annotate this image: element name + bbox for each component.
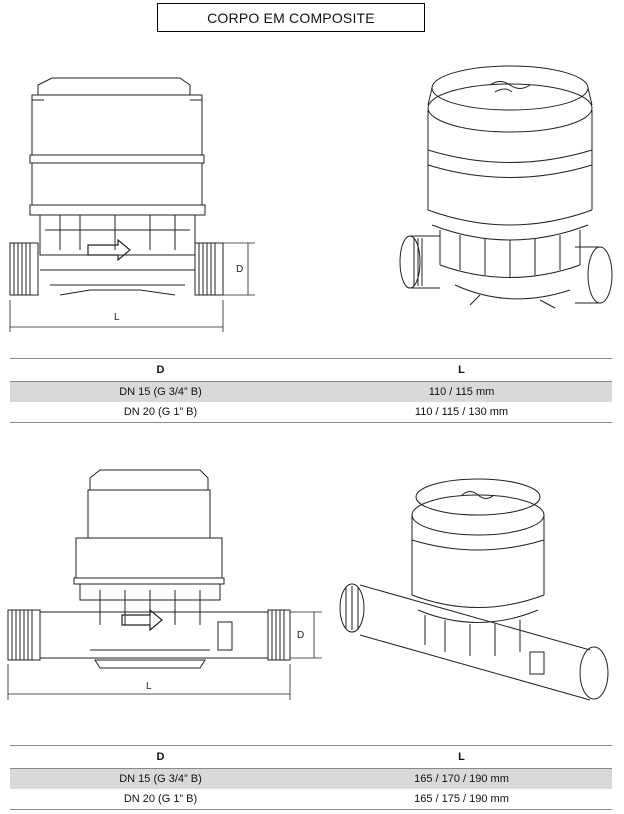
table-cell: 110 / 115 / 130 mm <box>311 402 612 423</box>
dim-d-label-bottom: D <box>297 630 304 641</box>
spec-table-long: D L DN 15 (G 3/4” B) 165 / 170 / 190 mm … <box>10 745 612 810</box>
table-row: DN 15 (G 3/4” B) 110 / 115 mm <box>10 381 612 402</box>
column-header-l: L <box>311 358 612 382</box>
column-header-d: D <box>10 745 311 769</box>
column-header-l: L <box>311 745 612 769</box>
meter-side-view-long <box>7 469 322 700</box>
table-row: DN 15 (G 3/4” B) 165 / 170 / 190 mm <box>10 768 612 789</box>
table-cell: 165 / 170 / 190 mm <box>311 768 612 789</box>
table-cell: 165 / 175 / 190 mm <box>311 789 612 810</box>
table-row: DN 20 (G 1” B) 110 / 115 / 130 mm <box>10 402 612 423</box>
spec-table-short: D L DN 15 (G 3/4” B) 110 / 115 mm DN 20 … <box>10 358 612 423</box>
meter-3d-view-short <box>399 65 613 309</box>
dim-l-label-bottom: L <box>146 681 152 692</box>
page-title: CORPO EM COMPOSITE <box>157 3 425 32</box>
column-header-d: D <box>10 358 311 382</box>
table-cell: DN 20 (G 1” B) <box>10 402 311 423</box>
dim-d-label-top: D <box>236 264 243 275</box>
table-cell: 110 / 115 mm <box>311 381 612 402</box>
table-cell: DN 15 (G 3/4” B) <box>10 381 311 402</box>
table-row: DN 20 (G 1” B) 165 / 175 / 190 mm <box>10 789 612 810</box>
dim-l-label-top: L <box>114 312 120 323</box>
table-cell: DN 20 (G 1” B) <box>10 789 311 810</box>
meter-side-view-short <box>9 77 255 332</box>
meter-3d-view-long <box>339 478 609 701</box>
table-cell: DN 15 (G 3/4” B) <box>10 768 311 789</box>
